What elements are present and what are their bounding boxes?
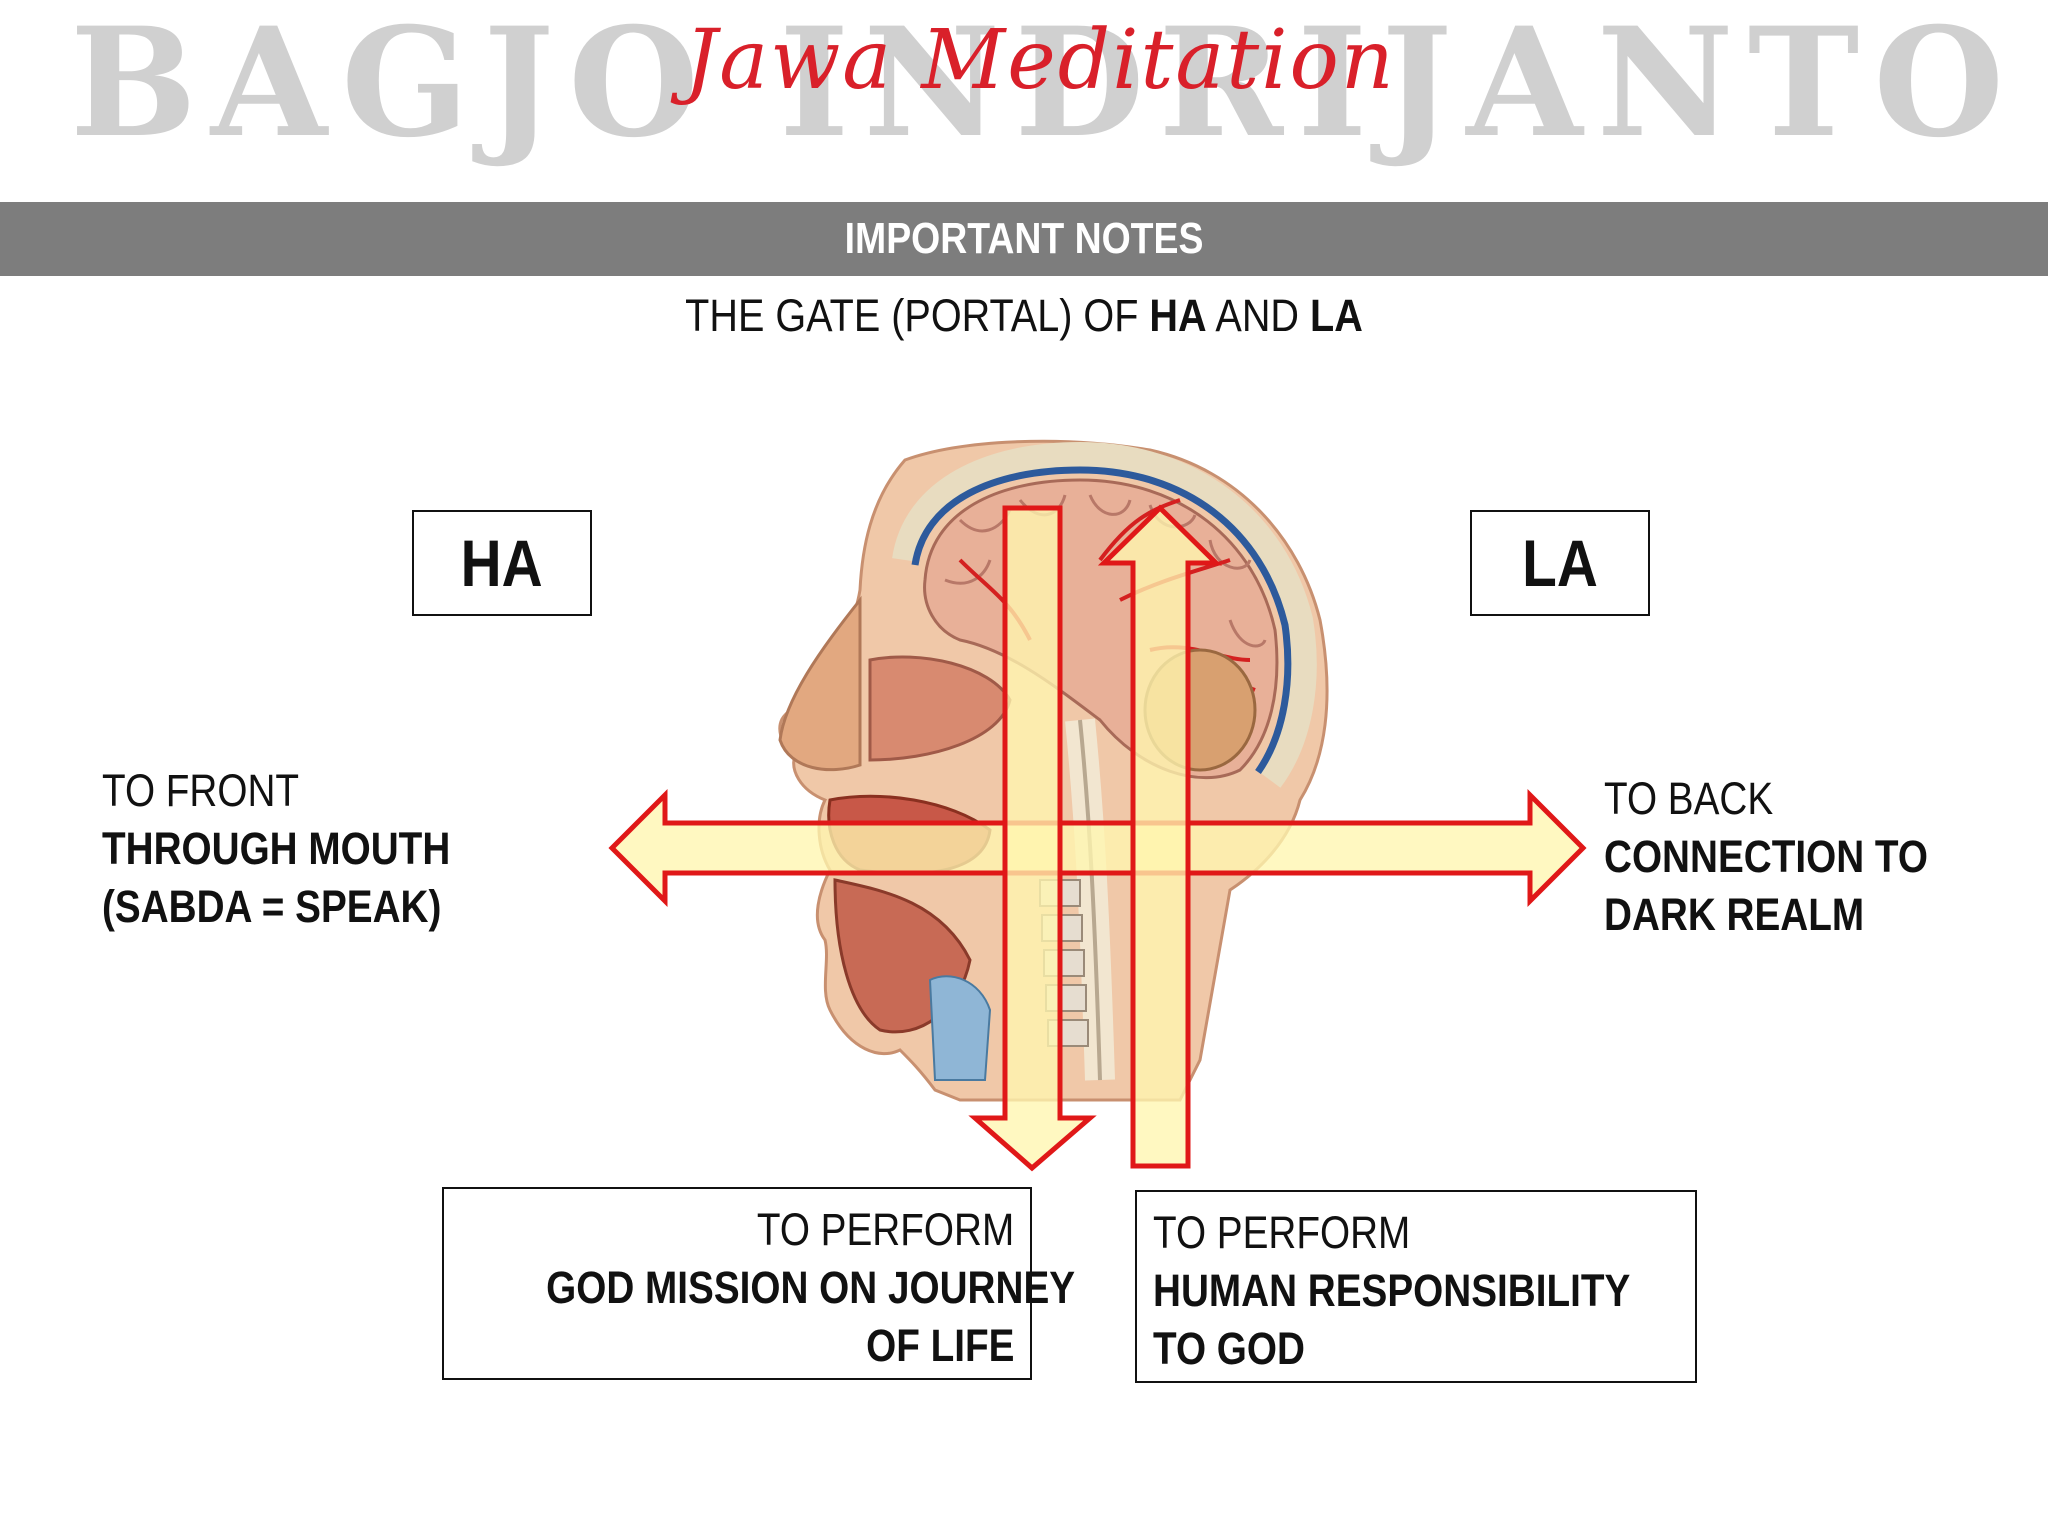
human-responsibility-line2: HUMAN RESPONSIBILITY <box>1153 1265 1631 1316</box>
god-mission-line1: TO PERFORM <box>756 1204 1014 1255</box>
brand-watermark: BAGJO INDRIJANTO <box>70 0 2019 171</box>
subtitle-la: LA <box>1310 290 1363 341</box>
back-note-line3: DARK REALM <box>1604 889 1865 940</box>
back-note-line2: CONNECTION TO <box>1604 831 1928 882</box>
down-arrow <box>968 505 1097 1172</box>
human-responsibility-box: TO PERFORM HUMAN RESPONSIBILITY TO GOD <box>1135 1190 1697 1383</box>
spinal-canal <box>1078 719 1102 1081</box>
front-note-line3: (SABDA = SPEAK) <box>102 881 442 932</box>
la-label: LA <box>1470 510 1650 616</box>
human-responsibility-line3: TO GOD <box>1153 1323 1305 1374</box>
god-mission-line3: OF LIFE <box>865 1320 1014 1371</box>
skull-outline <box>892 441 1317 788</box>
back-note-line1: TO BACK <box>1604 773 1774 824</box>
god-mission-box: TO PERFORM GOD MISSION ON JOURNEY OF LIF… <box>442 1187 1075 1380</box>
up-arrow <box>1097 504 1223 1169</box>
back-note: TO BACK CONNECTION TO DARK REALM <box>1604 770 2034 944</box>
subtitle-ha: HA <box>1149 290 1207 341</box>
front-note-line1: TO FRONT <box>102 765 300 816</box>
banner-title: IMPORTANT NOTES <box>844 214 1204 263</box>
horizontal-double-arrow <box>608 788 1587 908</box>
script-title: Jawa Meditation <box>684 13 1396 108</box>
human-responsibility-line1: TO PERFORM <box>1153 1207 1411 1258</box>
diagram-subtitle: THE GATE (PORTAL) OF HA AND LA <box>123 290 1925 342</box>
nose <box>778 595 862 772</box>
subtitle-text-1: THE GATE (PORTAL) OF <box>685 290 1150 341</box>
larynx <box>928 975 992 1081</box>
god-mission-line2: GOD MISSION ON JOURNEY <box>546 1262 1076 1313</box>
dura-layer <box>911 466 1292 775</box>
subtitle-text-2: AND <box>1206 290 1311 341</box>
front-note-line2: THROUGH MOUTH <box>102 823 451 874</box>
ha-label: HA <box>412 510 592 616</box>
la-label-text: LA <box>1522 526 1598 600</box>
ha-label-text: HA <box>461 526 543 600</box>
front-note: TO FRONT THROUGH MOUTH (SABDA = SPEAK) <box>102 762 562 936</box>
section-banner: IMPORTANT NOTES <box>0 202 2048 276</box>
